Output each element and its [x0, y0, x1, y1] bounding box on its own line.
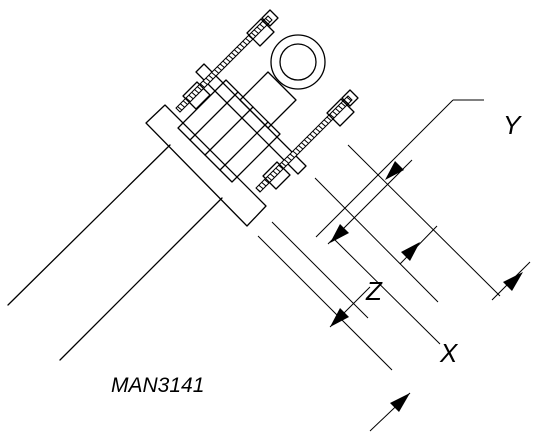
- connector: [239, 34, 326, 129]
- label-x: X: [439, 338, 459, 368]
- flange-plate: [145, 104, 267, 227]
- upper-stud: [175, 9, 279, 113]
- probe-shaft: [7, 144, 223, 361]
- housing: [177, 79, 281, 183]
- drawing-code: MAN3141: [111, 374, 204, 397]
- lower-stud: [255, 89, 359, 193]
- clamp-plate: [195, 63, 307, 175]
- dimension-arrows: [330, 161, 523, 412]
- label-z: Z: [365, 276, 383, 306]
- label-y: Y: [503, 110, 522, 140]
